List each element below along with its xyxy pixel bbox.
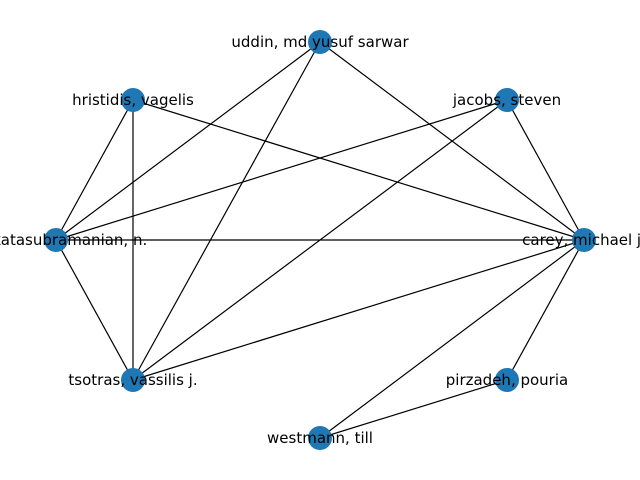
node-label-hristidis: hristidis, vagelis (72, 91, 194, 109)
edges-layer (55, 41, 585, 439)
node-venkatasubramanian (44, 228, 68, 252)
edge-carey-tsotras (132, 239, 585, 381)
edge-carey-westmann (319, 239, 585, 439)
edge-venkatasubramanian-tsotras (55, 239, 134, 381)
nodes-layer (44, 30, 596, 450)
node-pirzadeh (495, 368, 519, 392)
node-jacobs (495, 88, 519, 112)
edge-uddin-tsotras (132, 41, 321, 381)
node-tsotras (121, 368, 145, 392)
edge-carey-pirzadeh (506, 239, 585, 381)
node-label-uddin: uddin, md yusuf sarwar (231, 33, 409, 51)
edge-jacobs-venkatasubramanian (55, 99, 508, 241)
node-hristidis (121, 88, 145, 112)
node-label-westmann: westmann, till (267, 429, 373, 447)
node-label-carey: carey, michael j. (522, 231, 640, 249)
node-uddin (308, 30, 332, 54)
node-label-jacobs: jacobs, steven (452, 91, 561, 109)
node-label-venkatasubramanian: venkatasubramanian, n. (0, 231, 147, 249)
labels-layer: uddin, md yusuf sarwar jacobs, steven hris… (0, 33, 640, 447)
edge-jacobs-carey (506, 99, 585, 241)
edge-hristidis-venkatasubramanian (55, 99, 134, 241)
node-carey (572, 228, 596, 252)
node-label-pirzadeh: pirzadeh, pouria (446, 371, 568, 389)
node-westmann (308, 426, 332, 450)
edge-hristidis-carey (132, 99, 585, 241)
edge-pirzadeh-westmann (319, 379, 508, 439)
node-label-tsotras: tsotras, vassilis j. (68, 371, 197, 389)
edge-uddin-venkatasubramanian (55, 41, 321, 241)
